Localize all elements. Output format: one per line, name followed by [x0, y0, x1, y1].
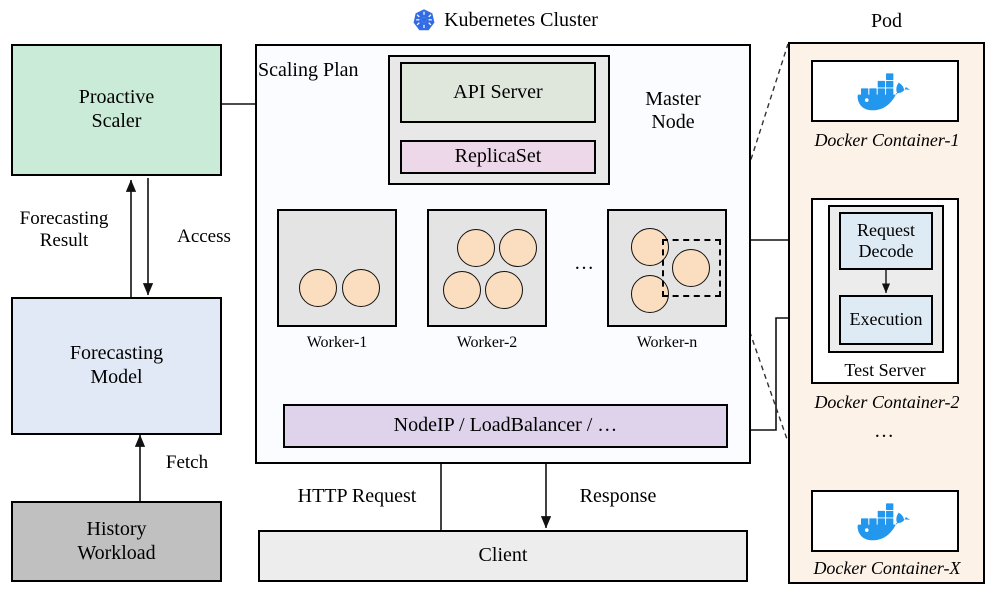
worker-node-n-label: Worker-n — [636, 334, 698, 351]
pod-circle[interactable] — [457, 229, 495, 267]
forecasting-result-line1: Forecasting — [19, 208, 109, 229]
pod-circle[interactable] — [485, 271, 523, 309]
execution-label: Execution — [849, 309, 923, 330]
pod-panel-title: Pod — [870, 10, 903, 32]
client-box[interactable]: Client — [258, 530, 748, 582]
worker-node-2[interactable] — [427, 209, 547, 327]
docker-container-2-caption: Docker Container-2 — [814, 392, 960, 412]
forecasting-model-label-line1: Forecasting — [69, 342, 164, 365]
cluster-title-text: Kubernetes Cluster — [444, 8, 598, 31]
replicaset-box[interactable]: ReplicaSet — [400, 140, 596, 174]
edge-label-forecasting-result: Forecasting Result — [8, 208, 120, 252]
pod-circle[interactable] — [499, 229, 537, 267]
nodeip-loadbalancer-label: NodeIP / LoadBalancer / … — [393, 414, 618, 437]
request-decode-line1: Request — [857, 219, 915, 240]
pod-circle[interactable] — [672, 249, 710, 287]
worker-node-1-label: Worker-1 — [306, 334, 368, 351]
edge-label-response: Response — [579, 485, 657, 507]
edge-label-http-request: HTTP Request — [297, 485, 417, 507]
api-server-label: API Server — [453, 80, 543, 103]
docker-container-x-box[interactable] — [811, 490, 959, 552]
worker-node-1[interactable] — [277, 209, 397, 327]
execution-box[interactable]: Execution — [839, 295, 933, 345]
edge-label-fetch: Fetch — [165, 452, 209, 473]
docker-icon — [857, 501, 913, 541]
docker-container-x-caption: Docker Container-X — [813, 558, 961, 578]
selected-pod-highlight[interactable] — [662, 239, 721, 297]
request-decode-box[interactable]: Request Decode — [839, 212, 933, 270]
forecasting-model-label-line2: Model — [90, 366, 143, 388]
master-node-label: Master Node — [618, 88, 728, 134]
cluster-title: Kubernetes Cluster — [355, 8, 655, 32]
pod-circle[interactable] — [443, 271, 481, 309]
worker-node-n[interactable] — [607, 209, 727, 327]
client-label: Client — [478, 544, 528, 567]
docker-container-1-box[interactable] — [811, 60, 959, 122]
edge-label-access: Access — [177, 226, 231, 247]
scaling-plan-label: Scaling Plan — [258, 59, 359, 81]
workers-ellipsis: … — [574, 252, 596, 274]
history-workload-label-line2: Workload — [77, 541, 156, 564]
history-workload-label-line1: History — [86, 517, 147, 540]
replicaset-label: ReplicaSet — [454, 145, 542, 168]
history-workload-box[interactable]: History Workload — [11, 501, 222, 582]
proactive-scaler-box[interactable]: Proactive Scaler — [11, 44, 222, 176]
pod-circle[interactable] — [299, 269, 337, 307]
master-node-label-line2: Node — [651, 111, 695, 133]
proactive-scaler-label-line1: Proactive — [78, 86, 155, 109]
pod-circle[interactable] — [342, 269, 380, 307]
pod-panel-ellipsis: … — [874, 420, 896, 442]
proactive-scaler-label-line2: Scaler — [91, 110, 142, 132]
docker-container-1-caption: Docker Container-1 — [814, 130, 960, 150]
test-server-caption: Test Server — [844, 360, 926, 380]
master-node-label-line1: Master — [645, 88, 701, 110]
forecasting-model-box[interactable]: Forecasting Model — [11, 297, 222, 435]
nodeip-loadbalancer-bar[interactable]: NodeIP / LoadBalancer / … — [283, 404, 728, 448]
request-decode-line2: Decode — [858, 241, 914, 261]
docker-icon — [857, 71, 913, 111]
api-server-box[interactable]: API Server — [400, 62, 596, 123]
worker-node-2-label: Worker-2 — [456, 334, 518, 351]
kubernetes-icon — [412, 8, 436, 32]
forecasting-result-line2: Result — [39, 229, 89, 251]
